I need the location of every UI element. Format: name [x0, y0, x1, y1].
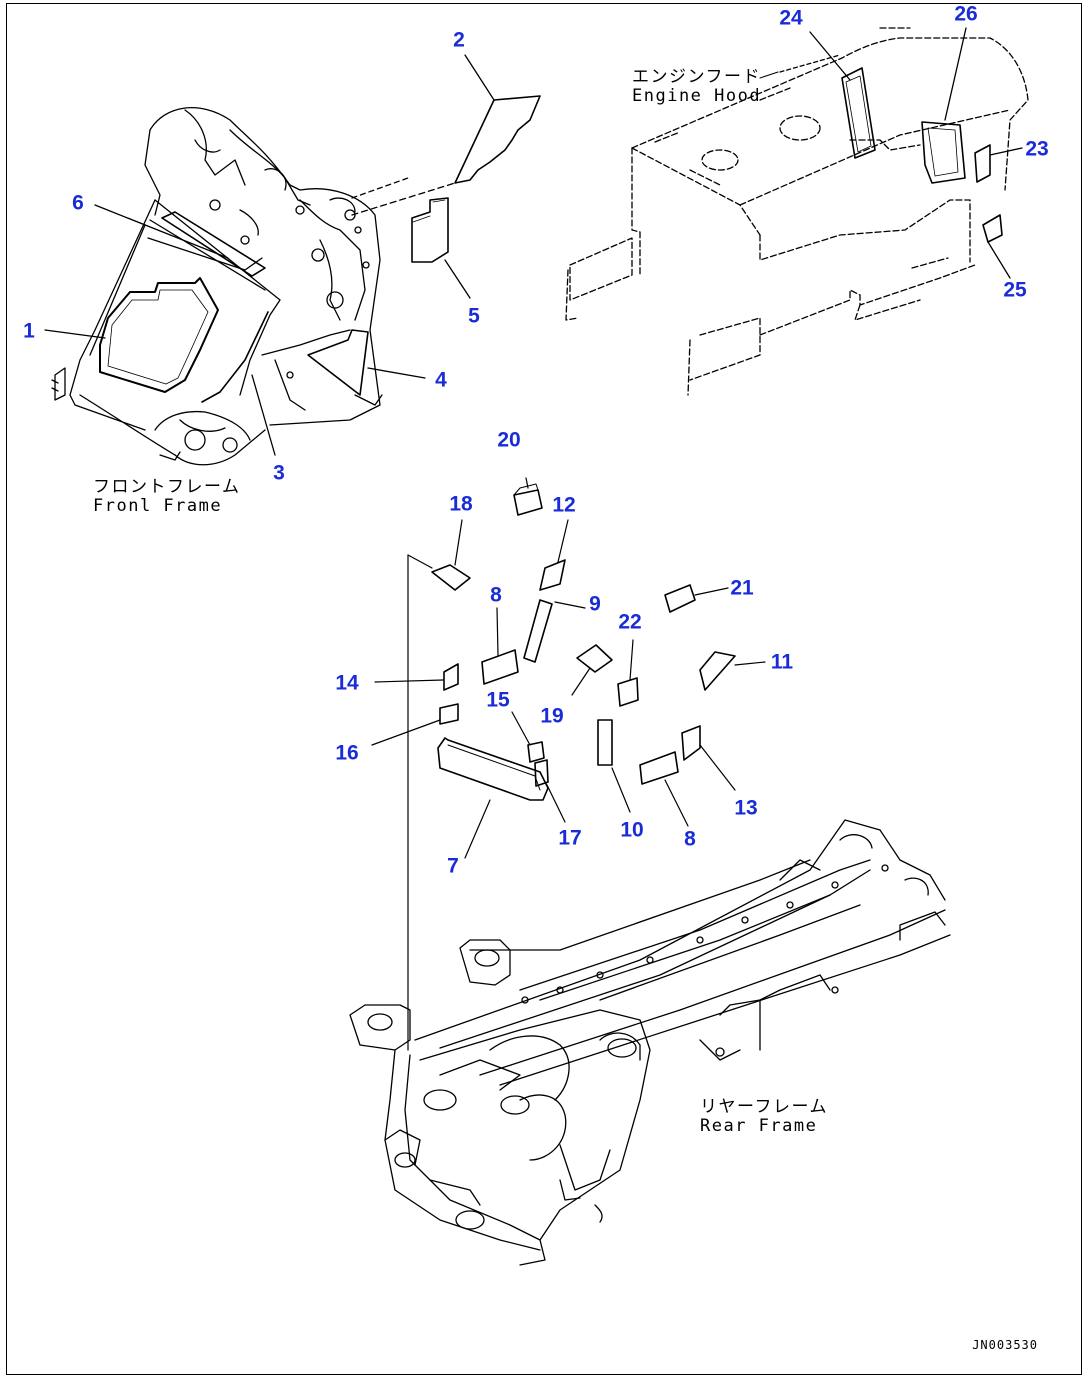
caption-front-frame-jp: フロントフレーム [93, 477, 241, 497]
leader-9 [554, 601, 586, 609]
part-22-decal [617, 677, 639, 707]
leader-2 [464, 54, 495, 101]
engine-hood-assembly [565, 27, 1029, 396]
caption-front-frame: フロントフレーム Fronl Frame [93, 478, 241, 515]
callout-9[interactable]: 9 [589, 592, 601, 616]
callout-1[interactable]: 1 [23, 319, 35, 343]
leader-23 [989, 147, 1023, 156]
leader-24 [809, 31, 851, 81]
leader-14 [374, 679, 444, 683]
leader-1 [44, 329, 106, 339]
part-25-decal [982, 214, 1003, 243]
part-14-decal [443, 663, 459, 691]
leader-8b [664, 779, 689, 827]
leader-12 [557, 519, 569, 563]
callout-6[interactable]: 6 [72, 191, 84, 215]
part-2-plate [454, 95, 541, 184]
part-5-plate [411, 197, 449, 263]
leader-4 [367, 367, 426, 379]
part-6-panel [161, 211, 266, 277]
part-12-decal [539, 559, 566, 591]
part-8b-decal [639, 751, 679, 785]
drawing-border [6, 3, 1082, 1375]
callout-10[interactable]: 10 [620, 818, 644, 842]
part-17-decal [534, 759, 549, 787]
caption-engine-hood-jp: エンジンフード [632, 67, 761, 87]
callout-8b[interactable]: 8 [684, 827, 696, 851]
callout-12[interactable]: 12 [552, 493, 576, 517]
part-10-decal [597, 719, 613, 766]
part-19-decal [576, 644, 613, 673]
drawing-reference-number: JN003530 [972, 1338, 1038, 1352]
leader-7 [464, 799, 491, 859]
caption-rear-frame-en: Rear Frame [700, 1115, 818, 1136]
callout-15[interactable]: 15 [486, 688, 510, 712]
leader-11 [734, 661, 766, 666]
leader-17 [546, 784, 566, 823]
leader-18 [454, 519, 463, 566]
leader-20 [525, 477, 529, 489]
part-3-panel [201, 311, 269, 403]
caption-rear-frame-jp: リヤーフレーム [700, 1097, 828, 1117]
caption-engine-hood-en: Engine Hood [632, 85, 762, 106]
leader-6 [94, 204, 229, 259]
part-20-decal [513, 489, 543, 516]
callout-19[interactable]: 19 [540, 704, 564, 728]
callout-20[interactable]: 20 [497, 428, 521, 452]
part-15-decal [527, 741, 545, 763]
caption-rear-frame: リヤーフレーム Rear Frame [700, 1098, 828, 1135]
callout-24[interactable]: 24 [779, 6, 803, 30]
callout-21[interactable]: 21 [730, 576, 754, 600]
part-4-plate [307, 329, 369, 396]
part-21-decal [664, 584, 696, 613]
callout-8a[interactable]: 8 [490, 583, 502, 607]
callout-17[interactable]: 17 [558, 826, 582, 850]
part-11-decal [699, 651, 736, 691]
caption-engine-hood: エンジンフード Engine Hood [632, 68, 761, 105]
callout-5[interactable]: 5 [468, 304, 480, 328]
rear-frame-assembly [349, 819, 951, 1266]
part-8a-decal [481, 649, 519, 685]
caption-front-frame-en: Fronl Frame [93, 495, 223, 516]
leader-16 [371, 719, 441, 746]
callout-7[interactable]: 7 [447, 854, 459, 878]
leader-19 [571, 667, 591, 696]
leader-26 [944, 27, 967, 121]
callout-11[interactable]: 11 [770, 650, 794, 674]
leader-21 [694, 587, 729, 596]
leader-3 [251, 374, 276, 456]
callout-13[interactable]: 13 [734, 796, 758, 820]
part-9-decal [523, 599, 553, 663]
callout-14[interactable]: 14 [335, 671, 359, 695]
leader-5 [444, 259, 471, 299]
part-26-decal [921, 121, 966, 184]
leader-25 [987, 241, 1011, 279]
callout-25[interactable]: 25 [1003, 278, 1027, 302]
callout-18[interactable]: 18 [449, 492, 473, 516]
callout-26[interactable]: 26 [954, 2, 978, 26]
part-18-decal [431, 564, 471, 591]
callout-22[interactable]: 22 [618, 610, 642, 634]
leader-15 [511, 711, 531, 746]
part-24-decal [841, 67, 876, 159]
callout-4[interactable]: 4 [435, 368, 447, 392]
part-16-decal [439, 703, 459, 725]
part-23-decal [974, 144, 991, 183]
callout-23[interactable]: 23 [1025, 137, 1049, 161]
callout-16[interactable]: 16 [335, 741, 359, 765]
callout-2[interactable]: 2 [453, 28, 465, 52]
leader-10 [611, 767, 631, 813]
leader-8a [496, 607, 499, 656]
part-13-decal [681, 725, 701, 761]
front-frame-assembly [51, 107, 383, 466]
phantom-5 [351, 177, 409, 199]
callout-3[interactable]: 3 [273, 461, 285, 485]
leader-22 [629, 639, 634, 681]
leader-13 [699, 744, 736, 791]
